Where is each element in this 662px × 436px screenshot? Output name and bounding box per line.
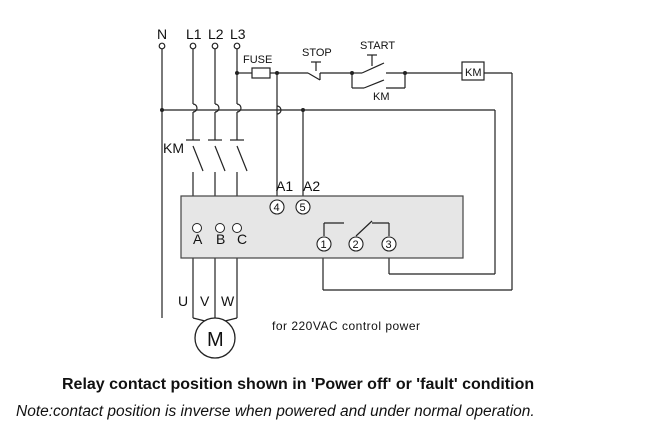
relay-position-caption: Relay contact position shown in 'Power o… xyxy=(62,376,534,393)
terminal-3 xyxy=(381,236,397,252)
label-u: U xyxy=(178,293,188,309)
label-n: N xyxy=(157,26,167,42)
label-start: START xyxy=(360,40,395,52)
fuse-icon xyxy=(251,67,271,79)
terminal-c xyxy=(232,223,242,233)
label-l3: L3 xyxy=(230,26,246,42)
label-l1: L1 xyxy=(186,26,202,42)
terminal-b xyxy=(215,223,225,233)
km-coil-icon xyxy=(461,61,485,81)
neutral-line xyxy=(158,42,166,318)
operation-note: Note:contact position is inverse when po… xyxy=(16,403,535,420)
terminal-4 xyxy=(269,199,285,215)
label-km-aux: KM xyxy=(373,91,390,103)
terminal-5 xyxy=(295,199,311,215)
l1-line xyxy=(186,42,204,318)
label-km-main: KM xyxy=(163,140,184,156)
label-a1: A1 xyxy=(276,178,293,194)
label-a2: A2 xyxy=(303,178,320,194)
label-v: V xyxy=(200,293,210,309)
terminal-3-label: 3 xyxy=(386,239,392,251)
label-w: W xyxy=(221,293,235,309)
label-stop: STOP xyxy=(302,47,332,59)
relay-contact-icon xyxy=(323,220,390,237)
terminal-2 xyxy=(348,236,364,252)
terminal-1-label: 1 xyxy=(321,239,327,251)
label-b: B xyxy=(216,231,225,247)
motor-label: M xyxy=(207,329,224,351)
l3-line xyxy=(230,42,248,318)
control-power-note: for 220VAC control power xyxy=(272,319,421,333)
terminal-2-label: 2 xyxy=(353,239,359,251)
km-holding-contact-icon xyxy=(351,73,406,89)
label-fuse: FUSE xyxy=(243,54,272,66)
terminal-4-label: 4 xyxy=(274,202,280,214)
terminal-a xyxy=(192,223,202,233)
label-a: A xyxy=(193,231,203,247)
label-km-coil: KM xyxy=(465,67,482,79)
label-l2: L2 xyxy=(208,26,224,42)
l2-line xyxy=(208,42,226,318)
label-c: C xyxy=(237,231,247,247)
motor-icon xyxy=(194,317,236,359)
terminal-1 xyxy=(316,236,332,252)
start-button-icon xyxy=(352,54,405,74)
stop-button-icon xyxy=(307,61,352,81)
terminal-5-label: 5 xyxy=(300,202,306,214)
